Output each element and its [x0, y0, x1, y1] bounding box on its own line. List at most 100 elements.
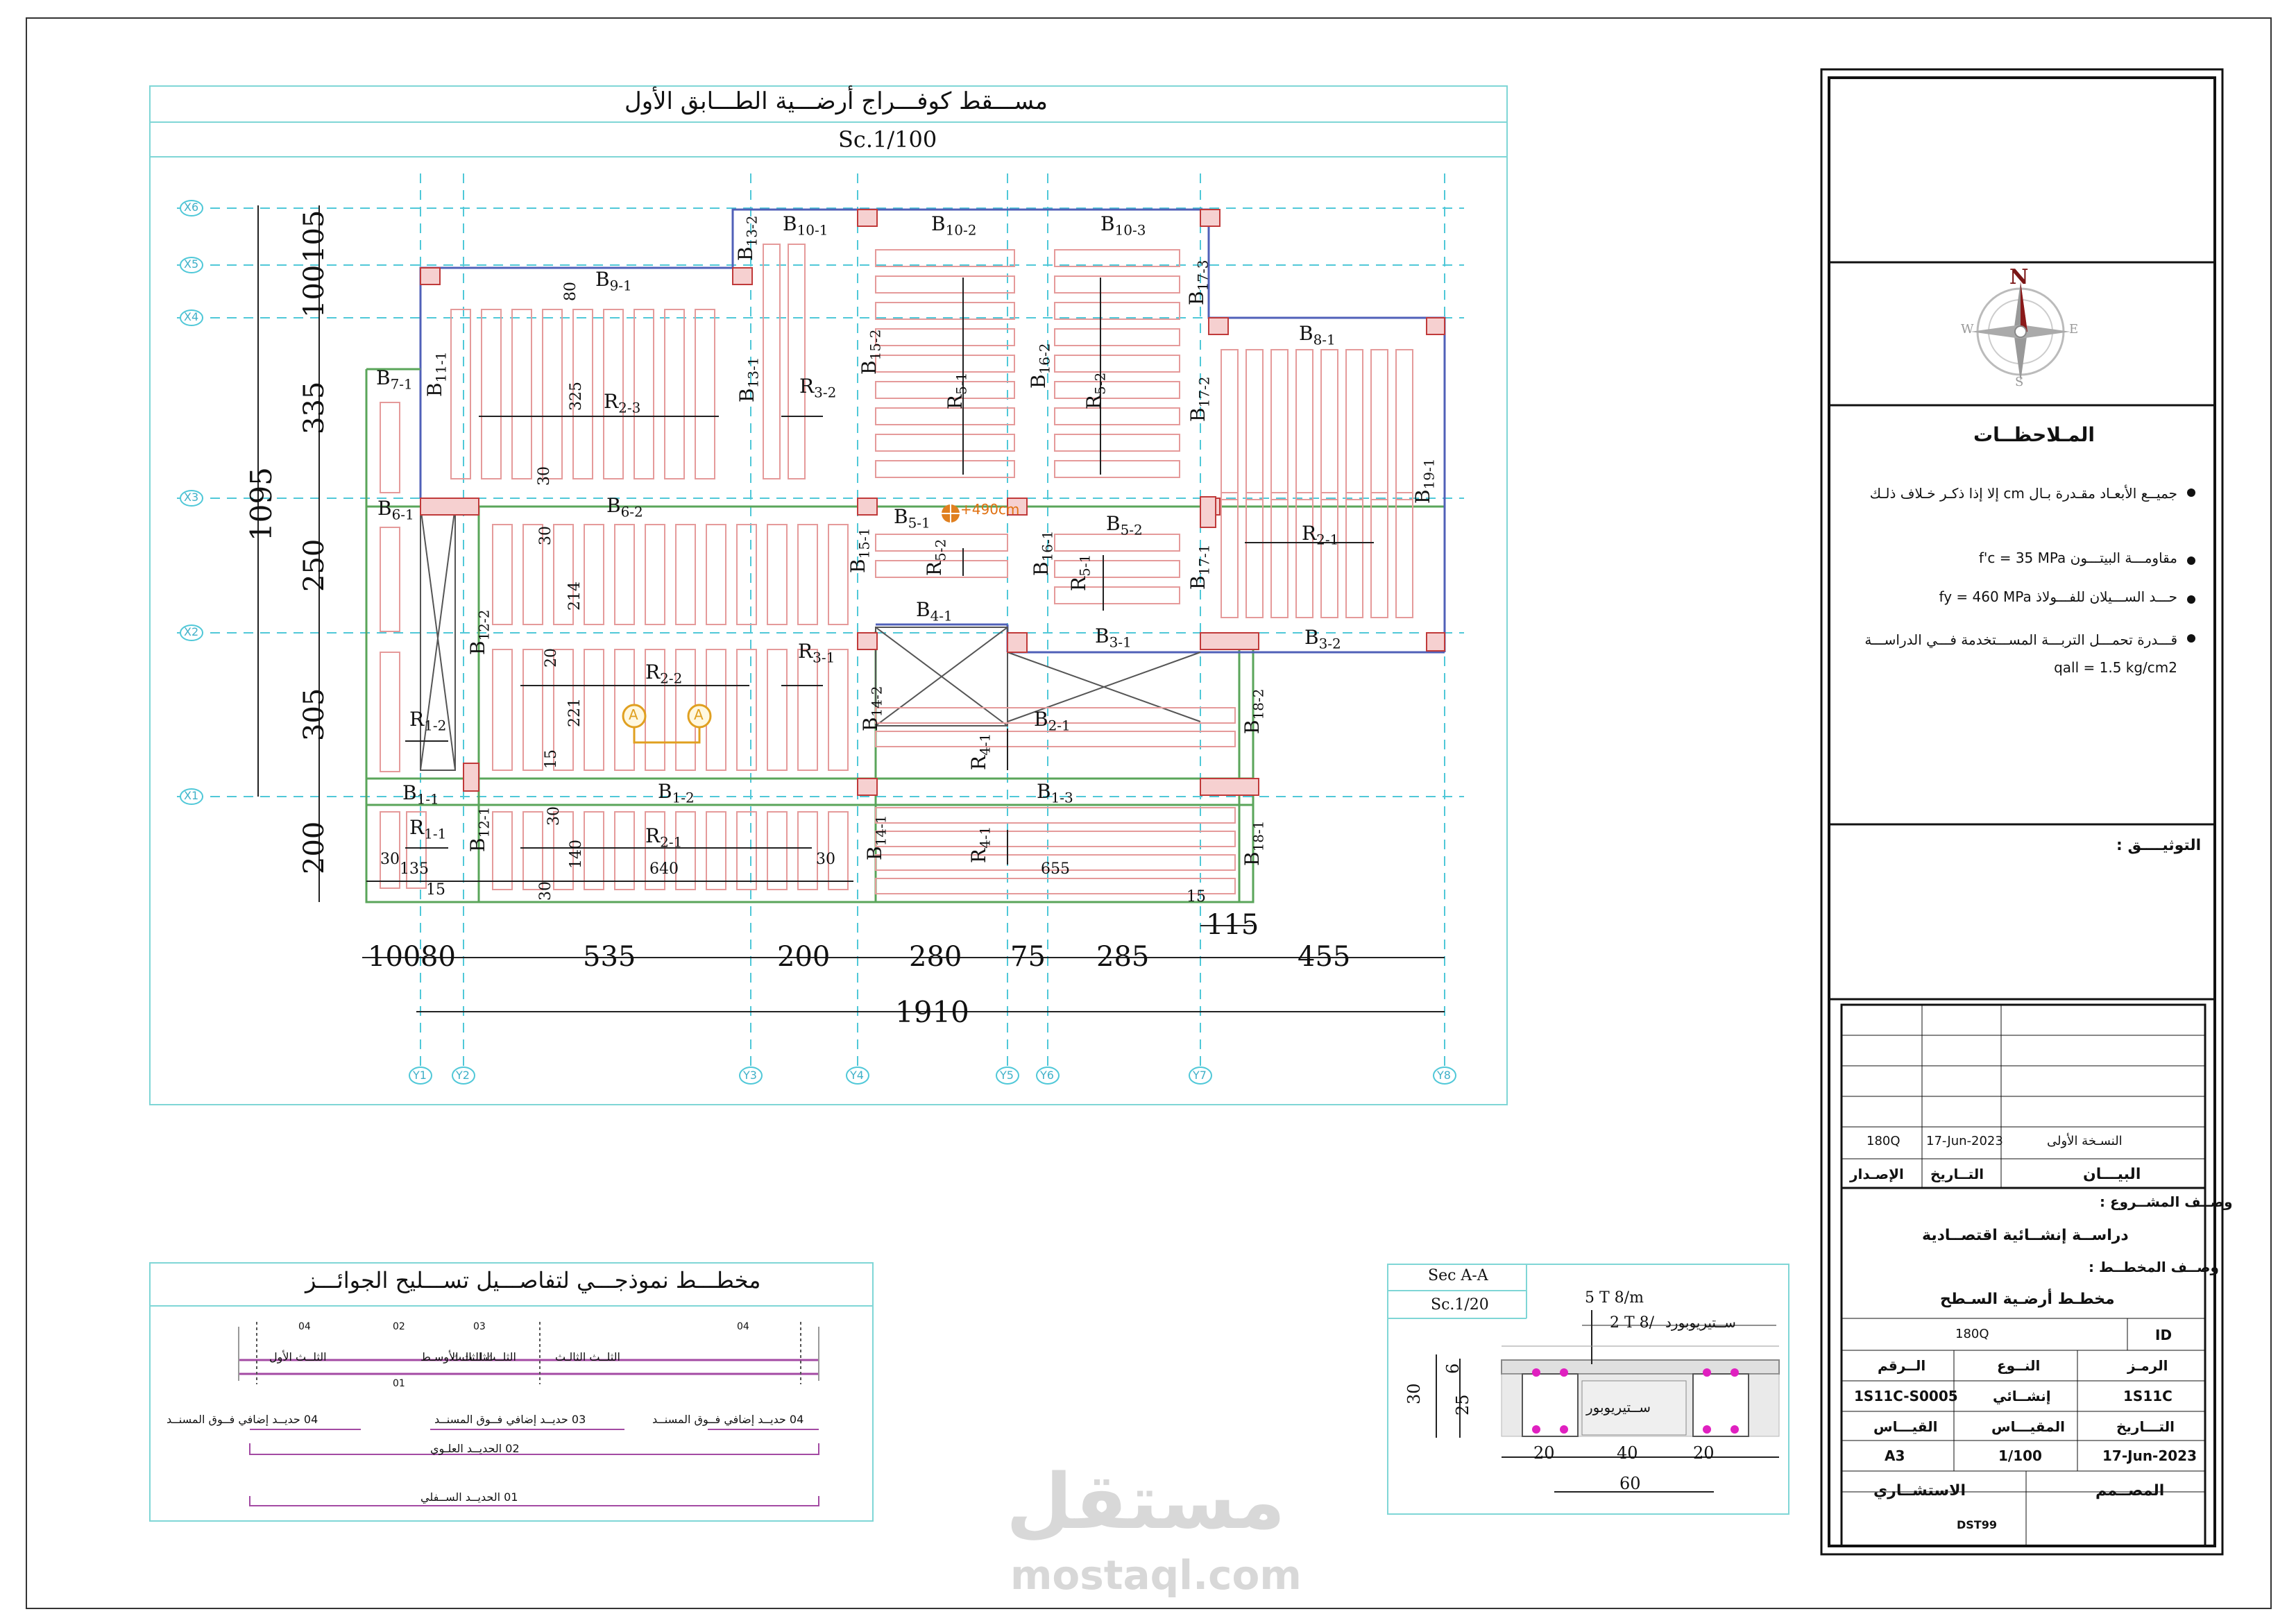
h-date2: التـــاريخ: [2116, 1418, 2175, 1435]
section-title: Sec A-A: [1428, 1267, 1488, 1284]
grid-label-y5: Y5: [1000, 1069, 1014, 1082]
block-r2-1-top: [1395, 349, 1413, 500]
block-r4-1b: [875, 831, 1236, 847]
block-r2-2: [492, 649, 513, 771]
block-r2-2-top: [767, 524, 788, 625]
block-r2-1: [1221, 492, 1239, 618]
block-r2-3: [664, 309, 685, 479]
grid-bubble-x5: [180, 257, 203, 273]
rebar-detail-beam: [238, 1322, 819, 1506]
column: [857, 632, 878, 650]
rib-r3-2: R3-2: [799, 375, 837, 401]
section-marker-a2: A: [694, 706, 704, 723]
section-horizontal-dim: 60: [1619, 1474, 1641, 1493]
section-vertical-dim: 25: [1453, 1394, 1472, 1416]
block-r5-2: [1054, 249, 1180, 267]
grid-bubble-y1: [409, 1067, 432, 1085]
horizontal-dim: 535: [583, 941, 636, 973]
grid-label-x6: X6: [184, 201, 199, 214]
block-r2-1-top: [1320, 349, 1338, 500]
project-label: وصــف المشــروع :: [2100, 1193, 2233, 1210]
beam-b17-2: B17-2: [1187, 376, 1213, 422]
block-r3-2: [788, 244, 806, 479]
h-scale: المقيـــاس: [1991, 1418, 2065, 1435]
block-r1-1: [406, 811, 427, 889]
beam-b4-1: B4-1: [916, 598, 953, 624]
rib-r1-2: R1-2: [409, 708, 447, 734]
date-value: 17-Jun-2023: [2102, 1447, 2197, 1464]
num-value: 1S11C-S0005: [1854, 1388, 1958, 1404]
level-label: +490cm: [960, 501, 1020, 518]
beam-b15-2: B15-2: [858, 329, 884, 375]
grid-bubbles: [180, 200, 1456, 1085]
horizontal-dim: 100: [368, 941, 421, 973]
note-3: حـــد الســـيلان للفـــولاذ fy = 460 MPa: [1939, 588, 2178, 605]
small-dim: 30: [380, 851, 400, 868]
rib-r3-1: R3-1: [798, 640, 835, 666]
block-r5-1: [875, 407, 1015, 425]
block-r2-3: [633, 309, 654, 479]
block-r2-3: [603, 309, 624, 479]
block-r2-1b: [797, 811, 818, 890]
block-r2-2-top: [645, 524, 665, 625]
rebar-number: 02: [393, 1321, 405, 1332]
beam-b3-1: B3-1: [1095, 624, 1132, 651]
small-dim: 20: [543, 648, 560, 668]
vertical-dim: 335: [298, 381, 330, 434]
column: [732, 267, 753, 285]
rev-h-date: التــاريخ: [1930, 1166, 1984, 1182]
rib-r5-2: R5-2: [1082, 372, 1109, 409]
block-r2-1b: [492, 811, 513, 890]
block-r5-2: [1054, 355, 1180, 373]
grid-label-y6: Y6: [1040, 1069, 1054, 1082]
vertical-dim: 200: [298, 821, 330, 874]
vertical-dim: 105: [298, 210, 330, 263]
block-r2-1b: [553, 811, 574, 890]
block-r4-1b: [875, 807, 1236, 824]
h-type: النــوع: [1997, 1357, 2041, 1374]
note-bullets: [2187, 488, 2195, 643]
column: [857, 778, 878, 796]
small-dim: 15: [1187, 888, 1206, 906]
dim-115: 115: [1206, 909, 1259, 941]
block-r4-1b: [875, 878, 1236, 894]
watermark-logo-ar: مستقل: [1006, 1457, 1286, 1546]
grid-bubble-y5: [996, 1067, 1019, 1085]
column: [1007, 632, 1028, 653]
small-dim: 30: [536, 466, 553, 486]
rebar-number: 04: [737, 1321, 749, 1332]
beam-b14-1: B14-1: [863, 815, 890, 860]
id-label: ID: [2155, 1327, 2172, 1343]
vertical-dim: 100: [298, 264, 330, 318]
beam-b9-1: B9-1: [595, 268, 632, 294]
beam-b12-2: B12-2: [466, 609, 493, 655]
block-r5-1: [875, 275, 1015, 294]
block-r2-1-top: [1270, 349, 1289, 500]
rebar-third-label: الثلــث الثالـث: [451, 1350, 516, 1363]
project-value: دراســة إنشــائية اقتصــادية: [1922, 1227, 2129, 1244]
grid-bubble-y4: [846, 1067, 869, 1085]
beam-b17-1: B17-1: [1187, 544, 1213, 590]
slab-outline: [365, 208, 1446, 903]
beam-b15-1: B15-1: [847, 527, 873, 573]
section-frame: [1387, 1264, 1789, 1515]
block-r2-1b: [645, 811, 665, 890]
section-horizontal-dim: 40: [1617, 1443, 1638, 1463]
block-r3-2: [763, 244, 781, 479]
block-r2-2-top: [614, 524, 635, 625]
block-r5-1b: [1054, 560, 1180, 578]
block-r2-1b: [767, 811, 788, 890]
section-top-bars: 5 T 8/m: [1585, 1289, 1644, 1307]
block-r2-2: [767, 649, 788, 771]
beam-b10-1: B10-1: [783, 212, 828, 239]
small-dim: 15: [426, 881, 445, 899]
grid-bubble-y7: [1189, 1067, 1212, 1085]
compass-north: N: [2009, 265, 2029, 289]
grid-label-y3: Y3: [743, 1069, 757, 1082]
beam-b10-2: B10-2: [931, 212, 977, 239]
horizontal-dim: 280: [909, 941, 962, 973]
block-r5-2: [1054, 275, 1180, 294]
vertical-dim: 305: [298, 688, 330, 741]
grid-label-x5: X5: [184, 257, 199, 271]
